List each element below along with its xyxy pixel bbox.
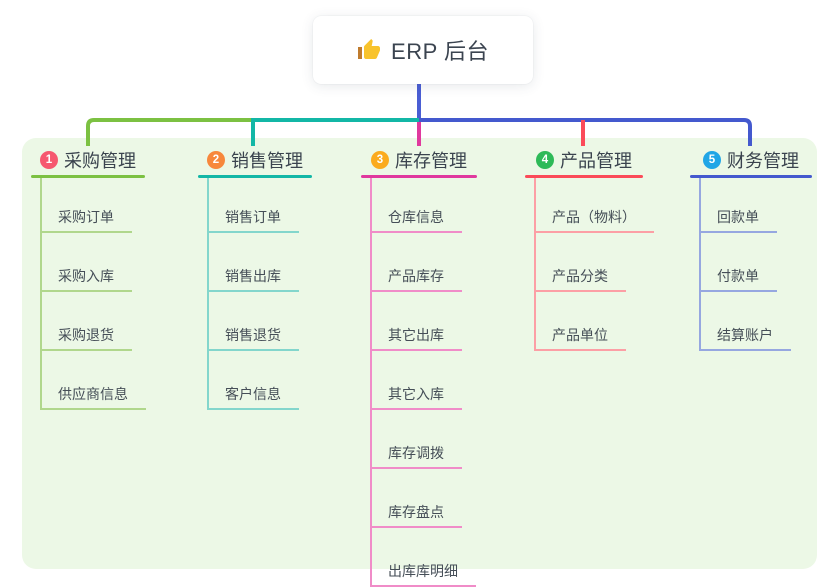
child-node[interactable]: 回款单 [701,178,777,233]
child-node[interactable]: 库存盘点 [372,473,462,528]
branch-number-badge: 3 [371,151,389,169]
branch-number-badge: 4 [536,151,554,169]
branch-title[interactable]: 5 财务管理 [690,150,812,171]
branch-children: 采购订单采购入库采购退货供应商信息 [40,178,146,410]
branch-children: 回款单付款单结算账户 [699,178,791,351]
child-node[interactable]: 销售退货 [209,296,299,351]
child-node[interactable]: 销售订单 [209,178,299,233]
root-node-label: ERP 后台 [391,39,489,64]
child-node[interactable]: 其它入库 [372,355,462,410]
child-node[interactable]: 采购订单 [42,178,132,233]
child-node[interactable]: 客户信息 [209,355,299,410]
branch-title-underline [31,175,145,178]
branch-number-badge: 5 [703,151,721,169]
branch-children: 销售订单销售出库销售退货客户信息 [207,178,299,410]
child-node[interactable]: 其它出库 [372,296,462,351]
child-node[interactable]: 仓库信息 [372,178,462,233]
child-node[interactable]: 产品（物料） [536,178,654,233]
branch-title-underline [361,175,477,178]
branch-1: 1 采购管理采购订单采购入库采购退货供应商信息 [31,150,146,410]
branch-3: 3 库存管理仓库信息产品库存其它出库其它入库库存调拨库存盘点出库库明细 [361,150,477,587]
branch-5: 5 财务管理回款单付款单结算账户 [690,150,812,351]
branch-title-label: 产品管理 [560,151,632,171]
child-node[interactable]: 结算账户 [701,296,791,351]
child-node[interactable]: 付款单 [701,237,777,292]
child-node[interactable]: 产品库存 [372,237,462,292]
branch-title-underline [525,175,643,178]
child-node[interactable]: 出库库明细 [372,532,476,587]
branch-title-label: 销售管理 [231,151,303,171]
thumbs-up-icon [358,39,381,59]
child-node[interactable]: 销售出库 [209,237,299,292]
branch-number-badge: 2 [207,151,225,169]
branch-2: 2 销售管理销售订单销售出库销售退货客户信息 [198,150,312,410]
branch-title-underline [690,175,812,178]
branch-children: 产品（物料）产品分类产品单位 [534,178,654,351]
child-node[interactable]: 产品分类 [536,237,626,292]
child-node[interactable]: 采购退货 [42,296,132,351]
branch-title-label: 库存管理 [395,151,467,171]
branch-title-underline [198,175,312,178]
branch-4: 4 产品管理产品（物料）产品分类产品单位 [525,150,654,351]
branch-title-label: 采购管理 [64,151,136,171]
branch-title[interactable]: 3 库存管理 [361,150,477,171]
branch-title[interactable]: 1 采购管理 [31,150,145,171]
root-node[interactable]: ERP 后台 [313,16,533,84]
branch-title[interactable]: 2 销售管理 [198,150,312,171]
branch-children: 仓库信息产品库存其它出库其它入库库存调拨库存盘点出库库明细 [370,178,476,587]
branch-title[interactable]: 4 产品管理 [525,150,643,171]
child-node[interactable]: 产品单位 [536,296,626,351]
branch-title-label: 财务管理 [727,151,799,171]
child-node[interactable]: 库存调拨 [372,414,462,469]
child-node[interactable]: 采购入库 [42,237,132,292]
branch-number-badge: 1 [40,151,58,169]
child-node[interactable]: 供应商信息 [42,355,146,410]
branches-panel [22,138,817,569]
